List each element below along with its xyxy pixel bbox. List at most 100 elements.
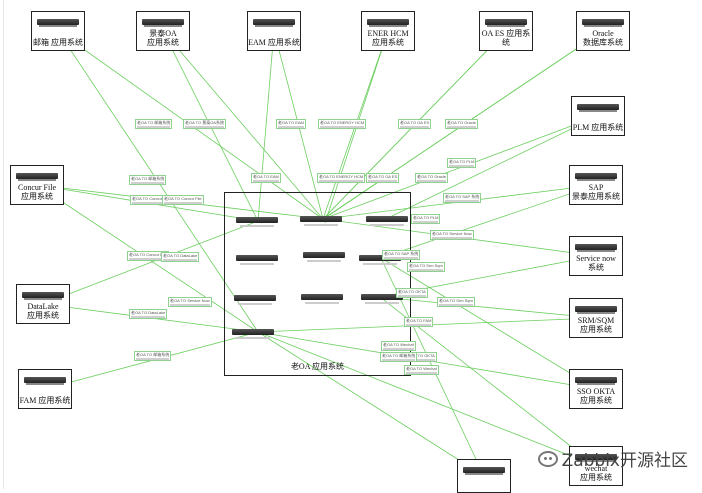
edge-label: 老OA TO PLM bbox=[411, 214, 441, 224]
server-icon bbox=[37, 19, 79, 27]
edge-label-text: 老OA TO Concur File bbox=[132, 196, 170, 201]
server-icon[interactable] bbox=[236, 255, 278, 265]
edge-label-detail-placeholder bbox=[398, 295, 426, 297]
server-icon[interactable] bbox=[300, 216, 342, 226]
edge-label-detail-placeholder bbox=[163, 259, 198, 261]
server-icon bbox=[16, 173, 58, 181]
system-node-datalake[interactable]: DataLake 应用系统 bbox=[16, 284, 70, 324]
edge-label-detail-placeholder bbox=[445, 200, 480, 202]
system-node-bottom[interactable] bbox=[457, 459, 511, 493]
edge-label-text: 老OA TO EAM bbox=[253, 174, 279, 179]
system-node-concur[interactable]: Concur File 应用系统 bbox=[10, 165, 64, 205]
server-icon[interactable] bbox=[303, 252, 345, 262]
system-node-ener[interactable]: ENER HCM 应用系统 bbox=[361, 11, 415, 51]
edge-label-text: 老OA TO ENERGY HCM bbox=[320, 120, 365, 125]
server-icon bbox=[485, 19, 527, 27]
connection-line-sso bbox=[380, 257, 597, 390]
edge-label-detail-placeholder bbox=[449, 165, 475, 167]
server-caption-placeholder bbox=[305, 302, 339, 304]
edge-label-detail-placeholder bbox=[382, 359, 416, 361]
edge-label: 老OA TO FAM bbox=[404, 317, 434, 327]
system-node-srm[interactable]: SRM/SQM 应用系统 bbox=[569, 298, 623, 338]
left-guide-line bbox=[3, 0, 4, 489]
edge-label-text: 老OA TO SAP 系统 bbox=[445, 194, 480, 199]
edge-label-text: 老OA TO Srm Sqm bbox=[409, 263, 443, 268]
system-node-oracle[interactable]: Oracle 数据库系统 bbox=[576, 11, 630, 51]
system-node-fam[interactable]: FAM 应用系统 bbox=[18, 369, 72, 409]
edge-label: 老OA TO DataLake bbox=[161, 252, 200, 262]
node-label: SAP 景泰应用系统 bbox=[572, 183, 620, 201]
node-label: 邮箱 应用系统 bbox=[33, 38, 83, 47]
edge-label: 老OA TO Srm Sqm bbox=[407, 262, 445, 272]
edge-label-detail-placeholder bbox=[278, 126, 304, 128]
server-icon[interactable] bbox=[232, 329, 274, 339]
server-icon bbox=[575, 173, 617, 181]
server-icon bbox=[575, 454, 617, 462]
edge-label-detail-placeholder bbox=[400, 126, 430, 128]
center-system-box: 老OA 应用系统 bbox=[224, 192, 411, 376]
server-icon[interactable] bbox=[236, 217, 278, 227]
server-icon bbox=[575, 377, 617, 385]
edge-label: 老OA TO Service Now bbox=[430, 230, 474, 240]
edge-label-text: 老OA TO 景泰OA系统 bbox=[185, 120, 224, 125]
node-label: SSO OKTA 应用系统 bbox=[576, 387, 616, 405]
system-node-oa_es[interactable]: OA ES 应用系统 bbox=[479, 11, 533, 51]
edge-label-text: 老OA TO OA ES bbox=[368, 174, 398, 179]
edge-label-detail-placeholder bbox=[319, 180, 364, 182]
edge-label-detail-placeholder bbox=[129, 258, 167, 260]
connection-line-jx_oa bbox=[162, 30, 324, 220]
system-node-sso[interactable]: SSO OKTA 应用系统 bbox=[569, 369, 623, 409]
node-label: OA ES 应用系统 bbox=[481, 29, 531, 47]
edge-label-detail-placeholder bbox=[136, 358, 170, 360]
edge-label: 老OA TO PLM bbox=[447, 158, 477, 168]
node-label: SRM/SQM 应用系统 bbox=[577, 316, 615, 334]
system-node-sap[interactable]: SAP 景泰应用系统 bbox=[569, 165, 623, 205]
edge-label-text: 老OA TO OA ES bbox=[400, 120, 430, 125]
edge-label: 老OA TO SAP 系统 bbox=[382, 250, 421, 260]
edge-label-text: 老OA TO EAM bbox=[278, 120, 304, 125]
server-icon[interactable] bbox=[301, 294, 343, 304]
server-icon[interactable] bbox=[359, 255, 401, 265]
connection-line-wechat bbox=[257, 331, 597, 467]
edge-label-text: 老OA TO 邮箱系统 bbox=[137, 120, 171, 125]
edge-label: 老OA TO 景泰OA系统 bbox=[183, 119, 226, 129]
edge-label: 老OA TO OKTA bbox=[396, 288, 428, 298]
edge-label-text: 老OA TO PLM bbox=[413, 215, 439, 220]
edge-label-text: 老OA TO Service Now bbox=[432, 231, 472, 236]
edge-label: 老OA TO OA ES bbox=[398, 119, 432, 129]
edge-label-detail-placeholder bbox=[432, 237, 472, 239]
system-node-plm[interactable]: PLM 应用系统 bbox=[571, 96, 625, 136]
edge-label: 老OA TO 邮箱系统 bbox=[380, 352, 418, 362]
connection-line-plm bbox=[387, 115, 599, 219]
system-node-mail[interactable]: 邮箱 应用系统 bbox=[31, 11, 85, 51]
server-caption-placeholder bbox=[238, 303, 272, 305]
server-icon bbox=[22, 292, 64, 300]
system-node-eam[interactable]: EAM 应用系统 bbox=[247, 11, 301, 51]
system-node-wechat[interactable]: wechat 应用系统 bbox=[569, 446, 623, 486]
node-label: 景泰OA 应用系统 bbox=[147, 29, 179, 47]
edge-label: 老OA TO 邮箱系统 bbox=[134, 351, 172, 361]
connection-line-eam bbox=[257, 30, 275, 222]
node-label: Service now 系统 bbox=[576, 254, 616, 272]
edge-label: 老OA TO Concur File bbox=[162, 195, 204, 205]
edge-label: 老OA TO Service Now bbox=[168, 297, 212, 307]
server-icon bbox=[463, 467, 505, 475]
server-icon[interactable] bbox=[234, 295, 276, 305]
edge-label-text: 老OA TO Oracle bbox=[417, 174, 446, 179]
server-icon[interactable] bbox=[361, 294, 403, 304]
edge-label-text: 老OA TO SAP 系统 bbox=[384, 251, 419, 256]
edge-label: 老OA TO Wechat bbox=[381, 341, 416, 351]
server-icon bbox=[582, 19, 624, 27]
edge-label-text: 老OA TO 邮箱系统 bbox=[382, 353, 416, 358]
edge-label-detail-placeholder bbox=[406, 372, 437, 374]
system-node-jx_oa[interactable]: 景泰OA 应用系统 bbox=[136, 11, 190, 51]
edge-label-text: 老OA TO Srm Sqm bbox=[439, 298, 473, 303]
wechat-bubble-icon bbox=[537, 450, 558, 467]
system-node-servicenow[interactable]: Service now 系统 bbox=[569, 236, 623, 276]
server-icon[interactable] bbox=[366, 216, 408, 226]
edge-label-text: 老OA TO Concur File bbox=[164, 196, 202, 201]
edge-label-text: 老OA TO Wechat bbox=[406, 366, 437, 371]
edge-label: 老OA TO OA ES bbox=[366, 173, 400, 183]
server-caption-placeholder bbox=[307, 260, 341, 262]
